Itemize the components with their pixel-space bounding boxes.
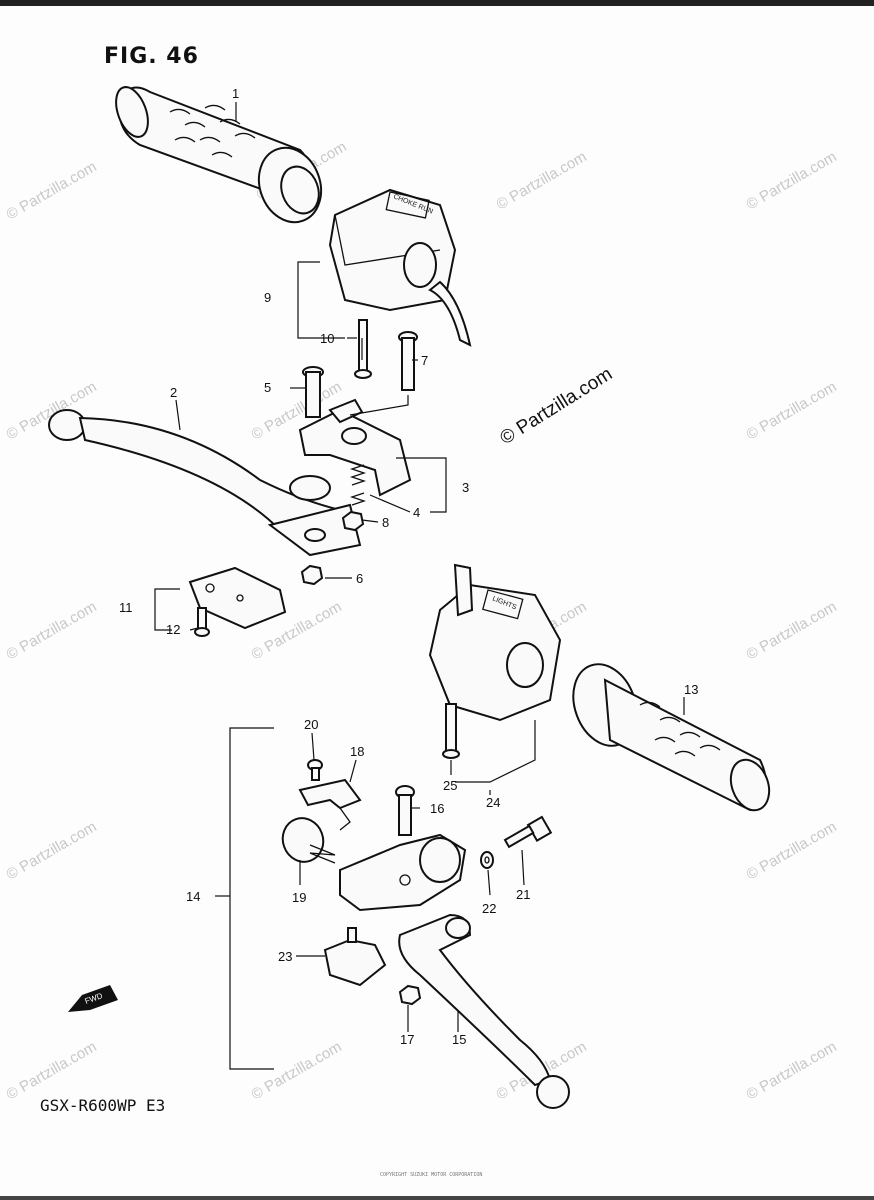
top-border xyxy=(0,0,874,6)
callout-20: 20 xyxy=(304,717,318,732)
part-25-screw xyxy=(442,703,460,759)
part-6-nut xyxy=(300,564,324,586)
watermark-text: © Partzilla.com xyxy=(4,1038,100,1103)
watermark-text: © Partzilla.com xyxy=(744,818,840,883)
part-12-screw xyxy=(194,607,210,637)
bottom-border xyxy=(0,1196,874,1200)
part-18-cable-bracket xyxy=(298,778,362,831)
part-8-nut xyxy=(341,510,365,532)
callout-25: 25 xyxy=(443,778,457,793)
watermark-text: © Partzilla.com xyxy=(744,378,840,443)
fwd-arrow-icon: FWD xyxy=(68,985,118,1012)
watermark-text: © Partzilla.com xyxy=(494,148,590,213)
callout-17: 17 xyxy=(400,1032,414,1047)
part-4-spring xyxy=(349,464,367,506)
part-15-clutch-lever xyxy=(398,913,570,1109)
callout-18: 18 xyxy=(350,744,364,759)
watermark-text: © Partzilla.com xyxy=(249,1038,345,1103)
watermark-text: © Partzilla.com xyxy=(4,818,100,883)
callout-12: 12 xyxy=(166,622,180,637)
callout-24: 24 xyxy=(486,795,500,810)
part-14-clutch-lever-holder xyxy=(339,833,467,912)
callout-8: 8 xyxy=(382,515,389,530)
callout-5: 5 xyxy=(264,380,271,395)
part-21-bolt xyxy=(503,815,553,849)
callout-2: 2 xyxy=(170,385,177,400)
watermark-text: © Partzilla.com xyxy=(744,148,840,213)
callout-4: 4 xyxy=(413,505,420,520)
part-22-washer xyxy=(480,851,494,869)
part-9-right-switch-housing: CHOKE RUN xyxy=(328,188,472,347)
watermark-text: © Partzilla.com xyxy=(744,1038,840,1103)
part-5-pivot-bolt xyxy=(302,366,324,418)
callout-numbers: 1 2 3 4 5 6 7 8 9 10 11 12 13 14 15 16 1… xyxy=(119,86,698,1047)
callout-21: 21 xyxy=(516,887,530,902)
part-19-clutch-adjuster xyxy=(281,817,336,864)
callout-22: 22 xyxy=(482,901,496,916)
leader-lines xyxy=(154,102,685,1070)
part-16-pivot-bolt xyxy=(395,785,415,836)
callout-1: 1 xyxy=(232,86,239,101)
part-13-left-grip xyxy=(572,663,771,812)
callout-16: 16 xyxy=(430,801,444,816)
callout-15: 15 xyxy=(452,1032,466,1047)
callout-10: 10 xyxy=(320,331,334,346)
model-code: GSX-R600WP E3 xyxy=(40,1096,166,1115)
watermark-large: © Partzilla.com xyxy=(497,364,617,450)
callout-19: 19 xyxy=(292,890,306,905)
callout-9: 9 xyxy=(264,290,271,305)
part-20-screw xyxy=(307,759,323,781)
callout-3: 3 xyxy=(462,480,469,495)
callout-7: 7 xyxy=(421,353,428,368)
callout-23: 23 xyxy=(278,949,292,964)
figure-title: FIG. 46 xyxy=(104,44,199,69)
part-1-throttle-grip xyxy=(115,86,323,224)
part-10-screw xyxy=(354,319,372,379)
watermark-text: © Partzilla.com xyxy=(4,158,100,223)
part-7-bolt xyxy=(398,331,418,391)
callout-6: 6 xyxy=(356,571,363,586)
watermark-text: © Partzilla.com xyxy=(744,598,840,663)
part-3-lever-holder xyxy=(298,398,412,497)
callout-14: 14 xyxy=(186,889,200,904)
copyright-fine-print: COPYRIGHT SUZUKI MOTOR CORPORATION xyxy=(380,1172,483,1178)
part-17-nut xyxy=(398,984,422,1006)
callout-11: 11 xyxy=(119,600,133,615)
watermark-text: © Partzilla.com xyxy=(4,598,100,663)
part-23-clutch-switch xyxy=(323,927,387,987)
callout-13: 13 xyxy=(684,682,698,697)
part-2-front-brake-lever xyxy=(48,409,362,557)
part-24-left-switch-housing: LIGHTS xyxy=(428,563,562,722)
